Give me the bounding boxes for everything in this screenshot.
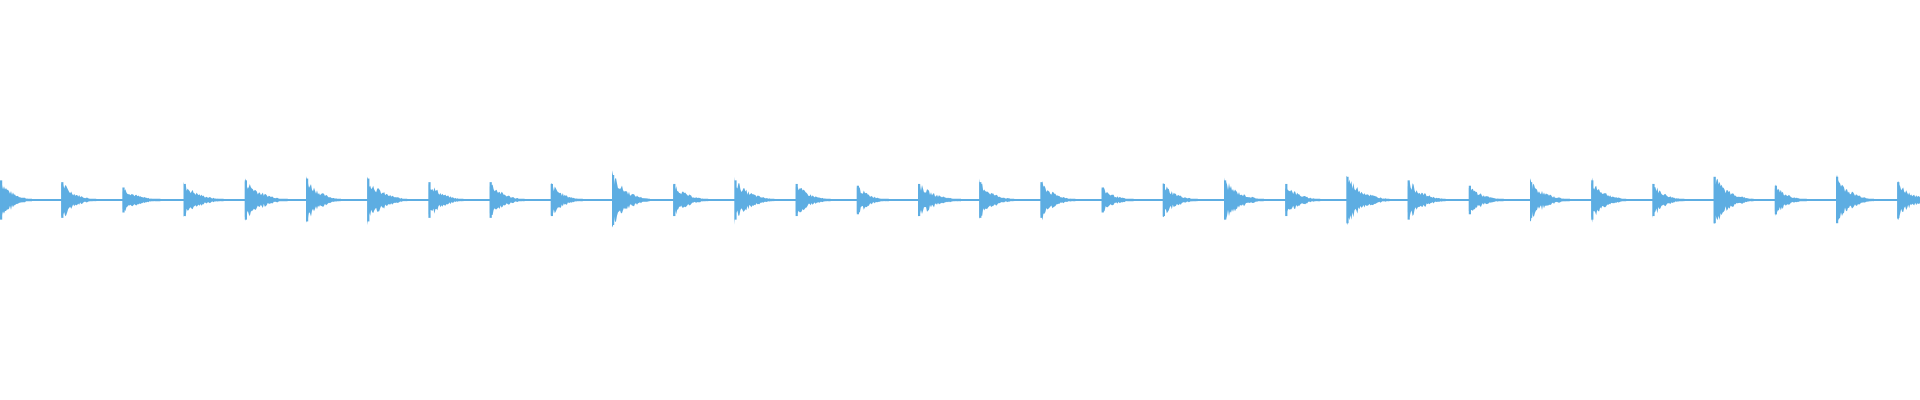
- waveform-burst: [244, 178, 288, 221]
- waveform-burst: [61, 183, 97, 217]
- waveform-transient: [367, 178, 370, 222]
- waveform-transient: [550, 183, 553, 217]
- waveform-transient: [1530, 182, 1533, 218]
- waveform-transient: [1713, 176, 1716, 224]
- waveform-transient: [1162, 183, 1165, 217]
- waveform-transient: [1652, 183, 1655, 217]
- waveform-transient: [489, 182, 492, 218]
- waveform-burst: [612, 170, 650, 228]
- waveform-burst: [1591, 177, 1627, 223]
- waveform-burst: [1774, 184, 1807, 216]
- waveform-burst: [1713, 176, 1754, 224]
- waveform-burst: [1285, 184, 1321, 216]
- waveform-transient: [1040, 182, 1043, 218]
- waveform-transient: [1468, 185, 1471, 215]
- waveform-transient: [856, 185, 859, 215]
- waveform-burst: [122, 189, 161, 212]
- waveform-transient: [306, 178, 309, 222]
- waveform-burst: [1224, 177, 1264, 221]
- waveform-burst: [918, 183, 961, 217]
- waveform-transient: [1836, 176, 1839, 224]
- waveform-burst: [1652, 183, 1685, 219]
- waveform-transient: [1897, 182, 1900, 218]
- waveform-burst: [795, 186, 831, 214]
- waveform-transient: [1285, 183, 1288, 217]
- waveform-transient: [734, 180, 737, 220]
- waveform-burst: [1407, 181, 1446, 218]
- waveform-transient: [428, 182, 431, 218]
- waveform-transient: [979, 182, 982, 218]
- waveform-burst: [1897, 181, 1920, 220]
- waveform-transient: [1591, 180, 1594, 220]
- waveform-transient: [1774, 185, 1777, 215]
- waveform-burst: [1836, 174, 1874, 224]
- waveform-burst: [428, 182, 464, 217]
- waveform-transient: [1101, 187, 1104, 213]
- waveform-transient: [918, 183, 921, 217]
- waveform-transient: [673, 183, 676, 217]
- waveform-burst: [673, 184, 709, 217]
- waveform-burst: [183, 181, 224, 218]
- waveform-burst: [550, 183, 583, 217]
- waveform-burst: [979, 178, 1015, 220]
- waveform-transient: [122, 187, 125, 213]
- waveform-transient: [1224, 180, 1227, 220]
- waveform-burst: [0, 181, 32, 219]
- waveform-burst: [734, 176, 775, 225]
- waveform-transient: [244, 180, 247, 220]
- waveform-burst: [306, 176, 341, 223]
- waveform-transient: [612, 175, 615, 225]
- waveform-burst: [1101, 187, 1134, 212]
- waveform-burst: [1346, 175, 1390, 225]
- waveform-transient: [1407, 180, 1410, 220]
- waveform-burst: [1040, 181, 1076, 221]
- waveform-transient: [795, 183, 798, 217]
- waveform-burst: [367, 176, 408, 226]
- waveform-transient: [1346, 176, 1349, 224]
- waveform-burst: [856, 185, 889, 214]
- waveform-transient: [0, 180, 3, 220]
- waveform-transient: [61, 182, 64, 218]
- waveform-burst: [1162, 183, 1198, 218]
- waveform-burst: [1530, 178, 1570, 222]
- waveform-burst: [489, 184, 525, 217]
- waveform-transient: [183, 183, 186, 217]
- waveform-burst: [1468, 186, 1504, 212]
